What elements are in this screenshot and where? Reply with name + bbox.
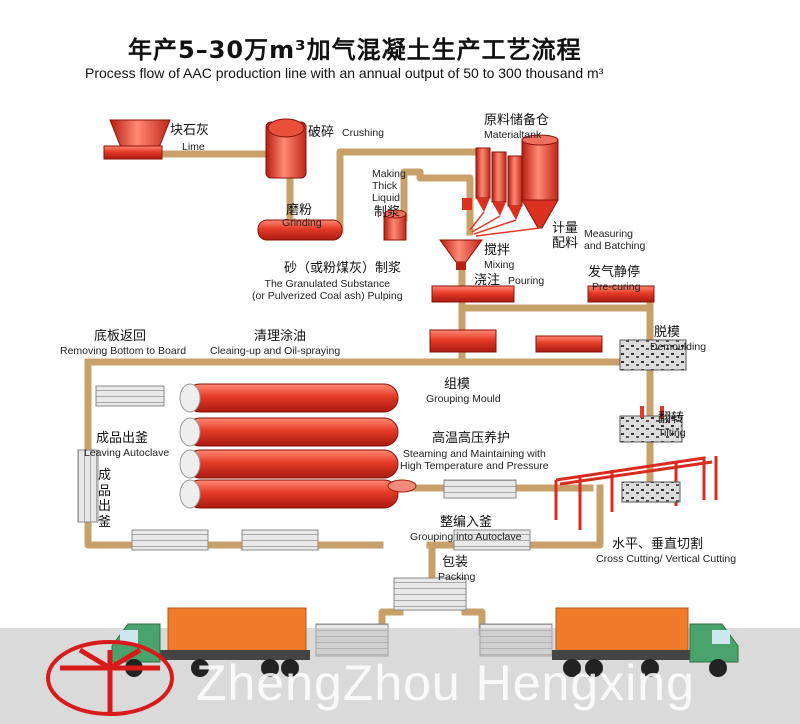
label-grouping-autoclave-en: Grouping into Autoclave	[410, 531, 522, 543]
label-cutting-en: Cross Cutting/ Vertical Cutting	[596, 553, 737, 565]
label-removing-zh: 底板返回	[94, 329, 147, 344]
label-pulping-en: The Granulated Substance (or Pulverized …	[252, 278, 403, 303]
label-packing-zh: 包装	[442, 555, 469, 570]
moulds-row	[429, 329, 603, 353]
title-en: Process flow of AAC production line with…	[85, 65, 604, 81]
label-pouring-en: Pouring	[508, 275, 545, 287]
lime-hopper	[103, 119, 171, 160]
truck-right	[552, 607, 739, 677]
label-grinding-zh: 磨粉	[286, 203, 313, 218]
label-tank-en: Materialtank	[484, 129, 542, 141]
label-precuring-zh: 发气静停	[588, 265, 641, 280]
label-pouring-zh: 浇注	[474, 273, 501, 288]
label-grouping-autoclave-zh: 整编入釜	[440, 515, 493, 530]
label-lime-zh: 块石灰	[170, 123, 210, 138]
label-leaving-en: Leaving Autoclave	[84, 447, 170, 459]
label-leaving-vertical: 成 品 出 釜	[98, 468, 112, 530]
label-liquid-zh: 制浆	[374, 205, 401, 220]
slurry-tank	[383, 209, 407, 241]
label-tilting-zh: 翻转	[658, 411, 685, 426]
label-grinding-en: Grinding	[282, 217, 322, 229]
pipe-grinding-tank	[336, 148, 486, 234]
label-removing-en: Removing Bottom to Board	[60, 345, 187, 357]
label-leaving-zh: 成品出釜	[96, 431, 149, 446]
label-cleaning-en: Cleaing-up and Oil-spraying	[210, 345, 341, 357]
label-demoulding-en: Demoulding	[650, 341, 707, 353]
label-mixing-zh: 搅拌	[484, 243, 511, 258]
label-grouping-mould-zh: 组模	[444, 377, 471, 392]
label-demoulding-zh: 脱模	[654, 325, 681, 340]
watermark-text: ZhengZhou Hengxing	[196, 655, 695, 711]
precuring-mould	[587, 285, 655, 303]
cutting-block	[621, 481, 681, 503]
label-tilting-en: Tilting	[658, 427, 686, 439]
company-logo	[46, 640, 174, 716]
label-crushing-zh: 破碎	[308, 125, 335, 140]
label-pulping-zh: 砂（或粉煤灰）制浆	[284, 261, 402, 276]
label-tank-zh: 原料储备仓	[484, 113, 550, 128]
autoclave-group	[179, 383, 417, 509]
label-lime-en: Lime	[182, 141, 205, 153]
label-liquid-en: Making Thick Liquid	[372, 168, 406, 205]
label-packing-en: Packing	[438, 571, 476, 583]
crusher	[265, 118, 307, 179]
label-cleaning-zh: 清理涂油	[254, 329, 307, 344]
label-measuring-zh: 计量 配料	[552, 221, 579, 251]
label-grouping-mould-en: Grouping Mould	[426, 393, 501, 405]
pipe-liquid-mixer	[400, 168, 474, 236]
tilting-station	[619, 406, 683, 443]
label-mixing-en: Mixing	[484, 259, 515, 271]
label-measuring-en: Measuring and Batching	[584, 228, 646, 253]
grinding-mill	[257, 219, 343, 241]
demould-station	[619, 339, 687, 371]
title-zh: 年产5–30万m³加气混凝土生产工艺流程	[128, 36, 582, 64]
label-steaming-en: Steaming and Maintaining with High Tempe…	[400, 448, 549, 473]
pouring-mould	[431, 285, 515, 303]
label-crushing-en: Crushing	[342, 127, 385, 139]
label-steaming-zh: 高温高压养护	[432, 431, 511, 446]
label-precuring-en: Pre-curing	[592, 281, 641, 293]
label-cutting-zh: 水平、垂直切割	[612, 537, 704, 552]
material-silos	[462, 134, 559, 237]
mixer	[439, 239, 483, 270]
